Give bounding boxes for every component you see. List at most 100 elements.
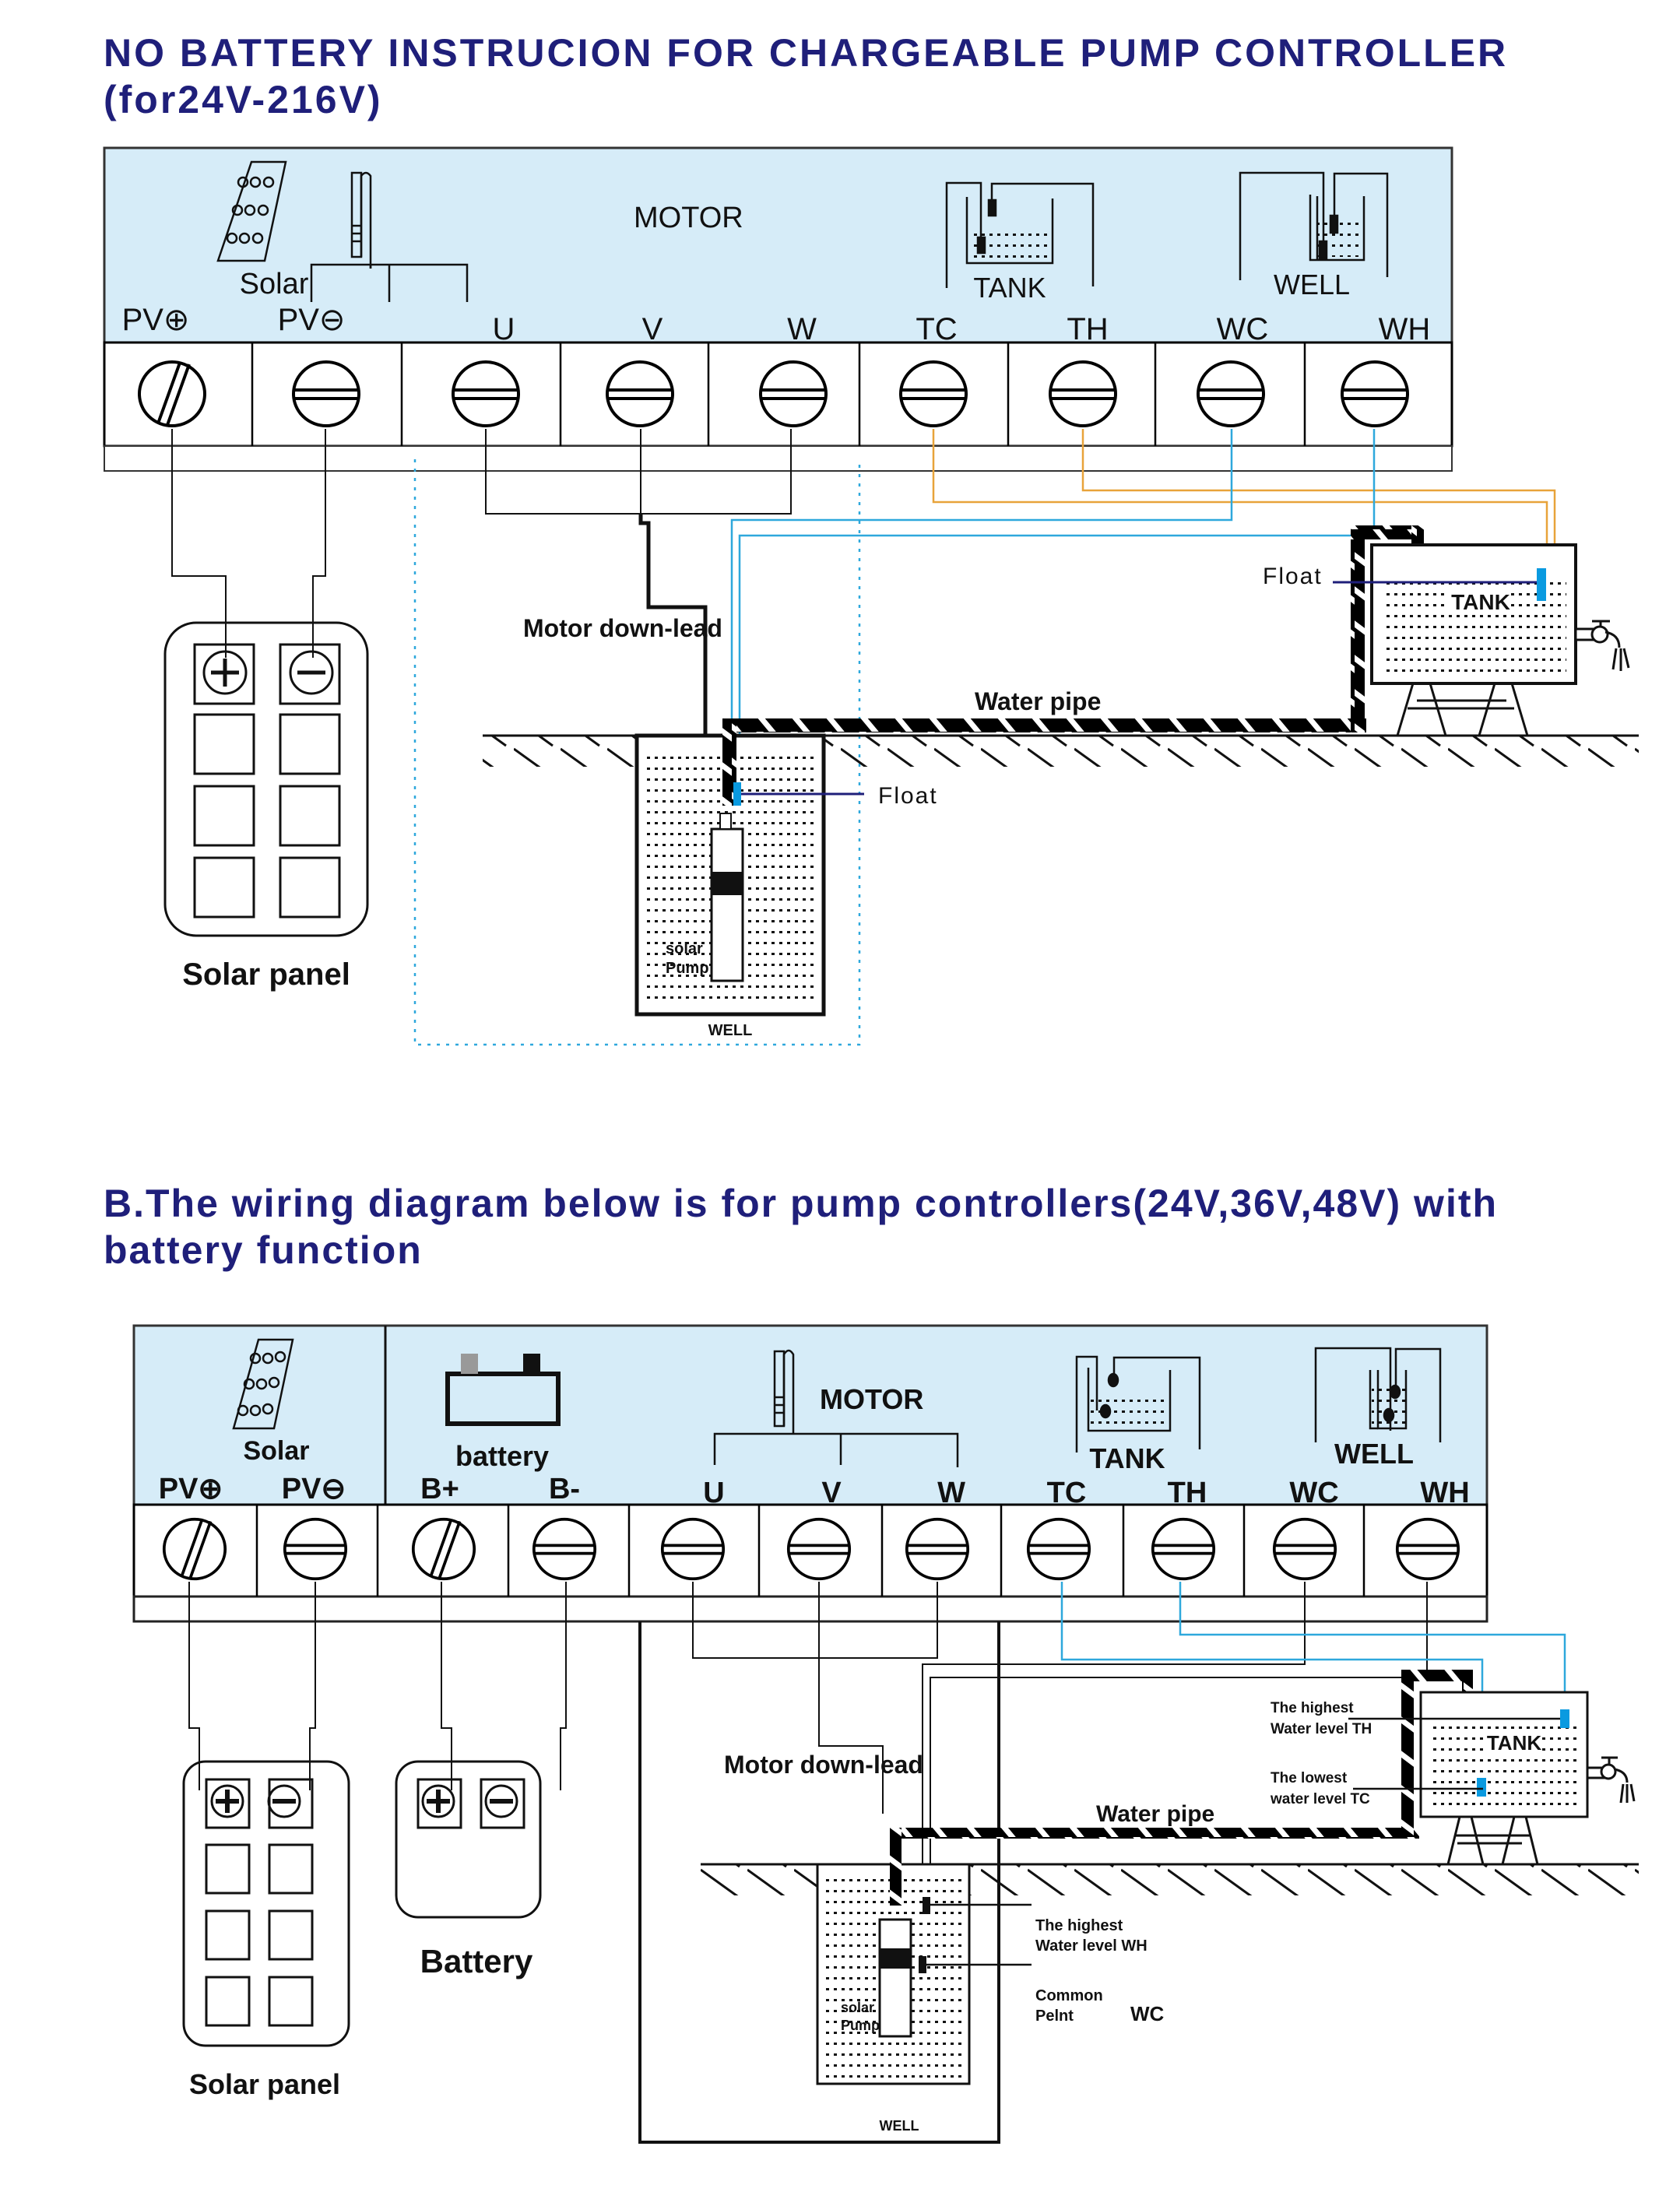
terminal-screw-v-b [786,1517,852,1581]
faucet-icon [1574,620,1630,671]
well-common-code: WC [1130,2002,1165,2025]
solar-icon [216,160,287,262]
well-common-label-1: Common [1035,1987,1103,2004]
motor-icon [310,171,469,302]
well-high-probe [923,1897,930,1914]
terminal-screw-wh-b [1395,1517,1460,1581]
terminal-screw-wh [1341,360,1409,427]
terminal-screw-tc [899,360,968,427]
section-a-diagram: Solar MOTOR TANK [103,146,1639,1046]
section-a-title-line2: (for24V-216V) [104,78,383,121]
water-pipe [728,718,1366,732]
battery-box-label: Battery [420,1943,533,1979]
battery-icon [445,1354,561,1426]
well-common-label-2: Pelnt [1035,2008,1074,2025]
terminal-label-w: W [787,312,817,346]
tank-b: TANK [1419,1691,1636,1865]
terminal-label-pv-plus: PV⊕ [122,303,190,337]
well-level-icon-b [1314,1347,1442,1442]
terminal-label-pv-minus: PV⊖ [278,303,346,337]
terminal-screw-v [606,360,674,427]
motor-down-lead-label-b: Motor down-lead [724,1751,923,1779]
tank-high-label-1: The highest [1271,1700,1354,1716]
terminal-screw-wc [1197,360,1265,427]
well-float-label: Float [878,783,938,809]
tank-high-float [1560,1709,1569,1728]
pump-label-pump: Pump [666,960,709,977]
tank-level-icon [945,181,1095,288]
tank-low-label-1: The lowest [1271,1770,1348,1786]
terminal-label-wh-b: WH [1420,1477,1469,1509]
terminal-screw-w [759,360,828,427]
well-sensor-wires [730,429,1376,810]
well-common-probe [919,1956,926,1973]
tank-float-label: Float [1263,564,1323,589]
terminal-label-wc-b: WC [1289,1477,1338,1509]
section-b-title-line1: B.The wiring diagram below is for pump c… [104,1182,1499,1225]
terminal-screw-w-b [905,1517,970,1581]
terminal-screw-pv-minus [292,360,360,427]
tank-sensor-wires [932,429,1556,568]
plus-terminal-icon [202,650,248,695]
terminal-screw-pv-minus-b [283,1517,348,1581]
solar-label: Solar [240,268,309,300]
faucet-icon-b [1586,1756,1636,1804]
terminal-label-pv-plus-b: PV⊕ [159,1473,223,1505]
tank-low-label-2: water level TC [1270,1791,1370,1807]
terminal-screw-b-plus [411,1517,476,1581]
dotted-boundary [413,459,861,1046]
terminal-label-tc-b: TC [1047,1477,1087,1509]
terminal-label-tc: TC [916,312,957,346]
water-pipe-b [890,1828,1419,1839]
tank-float [1537,568,1546,601]
terminal-screw-b-minus [532,1517,597,1581]
tank-caption-b: TANK [1487,1731,1542,1755]
terminal-screw-th [1049,360,1117,427]
terminal-label-u-b: U [703,1477,724,1509]
motor-wires [485,429,792,833]
tank: TANK [1370,543,1630,736]
controller-label-panel [103,146,1453,344]
tank-caption: TANK [1451,590,1510,614]
well-label-b: WELL [1334,1438,1414,1470]
water-pipe-label: Water pipe [975,687,1101,715]
terminal-label-pv-minus-b: PV⊖ [282,1473,346,1505]
tank-high-label-2: Water level TH [1271,1721,1372,1737]
terminal-screw-pv-plus [138,360,206,427]
terminal-screw-pv-plus-b [162,1517,227,1581]
terminal-screw-tc-b [1026,1517,1091,1581]
section-b-title-line2: battery function [104,1228,423,1272]
solar-panel [163,621,369,937]
motor-label-b: MOTOR [820,1383,923,1415]
motor-label: MOTOR [634,202,743,234]
terminal-label-u: U [493,312,515,346]
terminal-label-b-minus: B- [549,1473,580,1505]
well-caption: WELL [708,1022,753,1039]
terminal-screw-wc-b [1272,1517,1337,1581]
battery-box [395,1760,542,1919]
tank-label-b: TANK [1089,1442,1165,1474]
section-a-title-line1: NO BATTERY INSTRUCION FOR CHARGEABLE PUM… [104,31,1509,75]
solar-label-b: Solar [243,1436,309,1466]
terminal-screw-th-b [1151,1517,1216,1581]
battery-label: battery [455,1440,549,1472]
section-a-title: NO BATTERY INSTRUCION FOR CHARGEABLE PUM… [104,30,1583,123]
terminal-label-wc: WC [1217,312,1269,346]
solar-pump-b [878,1918,912,2038]
terminal-label-th: TH [1067,312,1108,346]
tank-level-icon-b [1075,1355,1201,1453]
terminal-label-v-b: V [821,1477,842,1509]
motor-icon-b [713,1349,959,1467]
terminal-label-th-b: TH [1168,1477,1207,1509]
section-b-diagram: Solar battery MOTOR TANK [132,1324,1639,2144]
solar-wires [171,429,326,658]
terminal-label-b-plus: B+ [420,1473,459,1505]
terminal-screw-u [452,360,520,427]
well-high-label-1: The highest [1035,1917,1123,1934]
tank-label: TANK [973,272,1046,304]
terminal-screw-u-b [660,1517,726,1581]
wires-b [188,1582,1428,1938]
solar-panel-label-b: Solar panel [189,2068,340,2100]
minus-terminal-icon [289,650,334,695]
